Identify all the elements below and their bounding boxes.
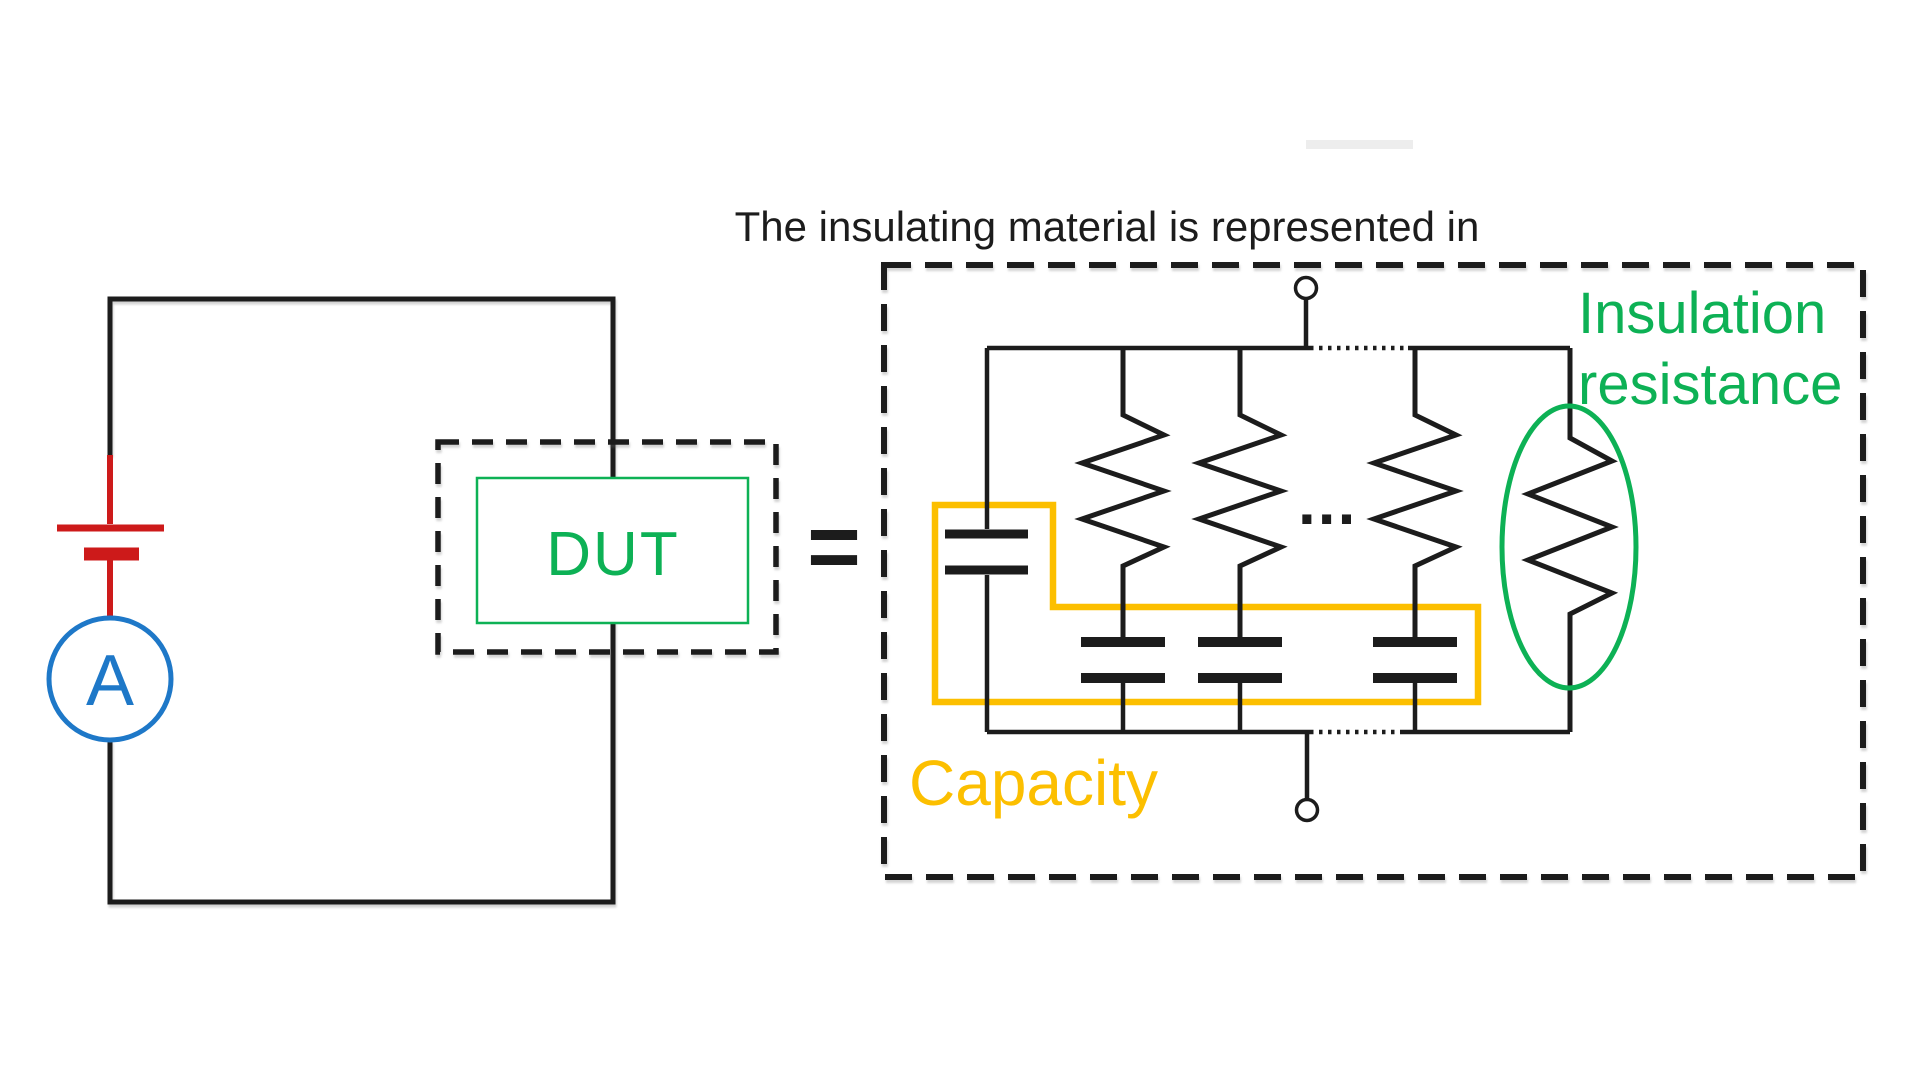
rc-branch-2 [1191,348,1289,732]
capacity-highlight-outline [931,501,1482,706]
dut-dashed-outline [435,439,779,655]
ammeter-label: A [86,641,134,721]
page-title: The insulating material is represented i… [735,203,1480,250]
insulation-resistor-branch [1499,348,1639,732]
resistor-3 [1366,348,1464,637]
resistor-2 [1191,348,1289,637]
dut-block: DUT [435,439,779,655]
equivalent-circuit-dashed-outline [881,262,1866,880]
top-terminal [1293,275,1319,348]
equals-sign: = [807,496,861,598]
rc-branch-3 [1366,348,1464,732]
continuation-ellipsis: ... [1298,466,1357,538]
measurement-circuit: A DUT [46,296,779,905]
main-capacitor-branch [945,348,1028,732]
insulation-highlight-ellipse [1499,403,1639,691]
bottom-terminal [1294,732,1320,823]
bottom-terminal-node [1294,797,1320,823]
rc-branch-1 [1074,348,1172,732]
top-terminal-node [1293,275,1319,301]
dut-box [475,476,750,625]
insulation-resistor [1521,348,1619,732]
dut-label: DUT [546,520,679,589]
resistor-1 [1074,348,1172,637]
insulation-label-line2: resistance [1578,352,1842,417]
capacity-label: Capacity [909,747,1158,819]
ammeter-circle [46,615,174,743]
equivalent-circuit: ... Insulation resistance Capacity [881,140,1866,880]
ammeter-icon: A [46,615,174,743]
faint-artifact-line [1306,140,1413,149]
battery-icon [57,455,164,618]
insulation-label-line1: Insulation [1578,281,1826,346]
